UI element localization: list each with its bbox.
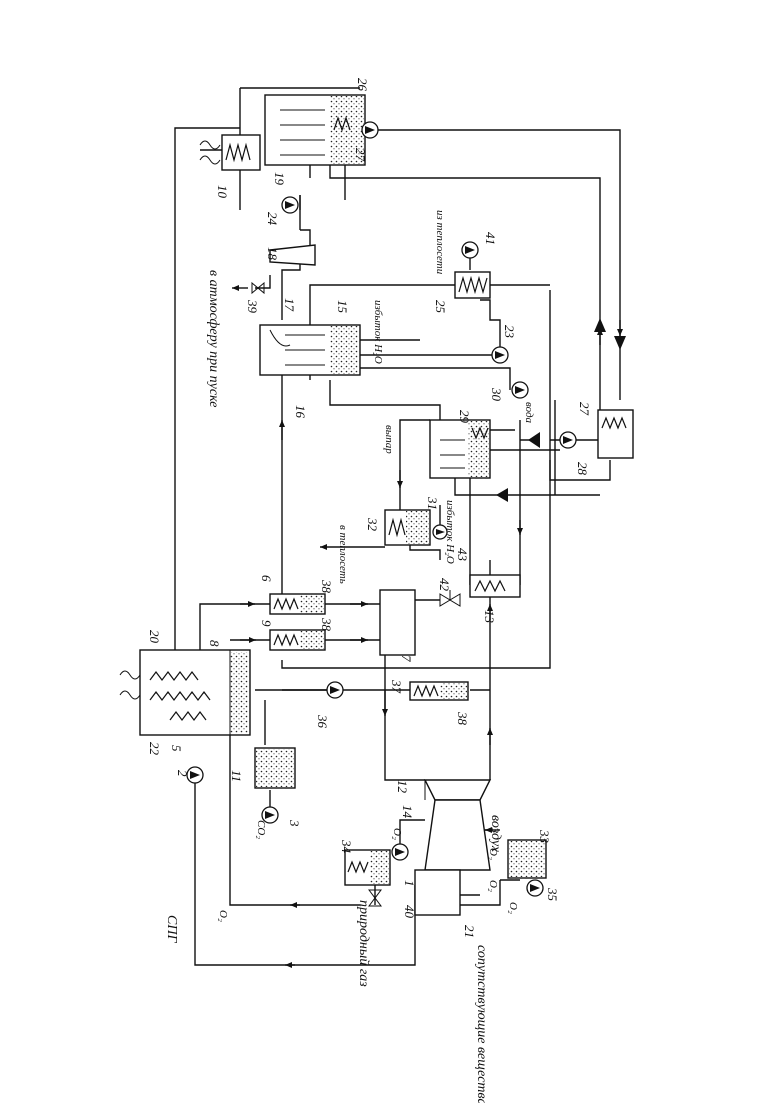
label-2: 2: [175, 770, 190, 777]
label-25: 25: [433, 300, 448, 314]
arrow-marker: [594, 318, 606, 332]
pump-27-upper: [362, 122, 378, 138]
pump-35: [527, 880, 543, 896]
unit-20-boiler: [120, 650, 250, 735]
label-16: 16: [293, 405, 308, 419]
arrow-marker: [496, 488, 508, 502]
label-38-a: 38: [319, 579, 334, 594]
valve-42: [440, 590, 460, 606]
note-from-ground: из теплосети: [434, 210, 446, 275]
label-31: 31: [425, 496, 440, 510]
label-14: 14: [400, 805, 415, 819]
label-13: 13: [482, 610, 497, 624]
pump-27-lower: [560, 432, 576, 448]
label-20: 20: [147, 630, 162, 644]
heater-9: [270, 630, 325, 650]
note-o2-e: O₂: [507, 902, 519, 914]
pump-36: [327, 682, 343, 698]
label-19: 19: [272, 172, 287, 186]
pump-water: [512, 382, 528, 398]
note-excess-h2o-top: избыток H₂O: [372, 300, 384, 364]
label-21: 21: [462, 925, 477, 938]
label-11: 11: [229, 770, 244, 782]
unit-21: [415, 870, 460, 915]
column-15: [260, 325, 360, 375]
label-27-upper: 27: [353, 148, 368, 162]
unit-10: [200, 135, 260, 170]
label-37: 37: [389, 679, 404, 694]
label-12: 12: [395, 780, 410, 794]
reformer-34: [345, 850, 390, 885]
label-24: 24: [265, 212, 280, 226]
pump-23: [492, 347, 508, 363]
label-26: 26: [355, 78, 370, 92]
note-o2-d: O₂: [487, 880, 499, 892]
label-22: 22: [147, 742, 162, 756]
label-15: 15: [335, 300, 350, 314]
note-co2: CO₂: [255, 820, 267, 839]
label-29: 29: [457, 410, 472, 424]
note-vapor: выпар: [383, 425, 395, 454]
label-3: 3: [287, 819, 302, 827]
heat-exchanger-28: [598, 410, 633, 458]
label-38-b: 38: [319, 617, 334, 632]
label-9: 9: [259, 620, 274, 627]
unit-29: [430, 420, 490, 478]
label-5: 5: [169, 745, 184, 752]
label-1: 1: [402, 880, 417, 887]
label-28: 28: [575, 462, 590, 476]
turbine-12: [425, 780, 490, 800]
heat-exchanger-13: [470, 575, 520, 597]
label-35: 35: [545, 887, 560, 902]
note-to-ground: в теплосеть: [337, 525, 349, 584]
note-atmosphere: в атмосферу при пуске: [206, 270, 221, 408]
note-water: вода: [523, 402, 535, 424]
label-30: 30: [489, 387, 504, 402]
label-23: 23: [502, 325, 517, 339]
note-natural-gas: природный газ: [356, 900, 371, 987]
label-32: 32: [365, 517, 380, 532]
label-33: 33: [537, 829, 552, 844]
label-34: 34: [339, 839, 354, 854]
note-o2-pump1: O₂: [391, 828, 403, 840]
label-10: 10: [215, 185, 230, 199]
arrow-marker: [528, 432, 540, 448]
label-40: 40: [402, 905, 417, 919]
label-27-lower: 27: [577, 402, 592, 416]
pump-41: [462, 242, 478, 258]
column-19: [265, 95, 365, 165]
label-41: 41: [483, 232, 498, 245]
unit-7: [380, 590, 415, 655]
label-38-c: 38: [455, 711, 470, 726]
unit-32: [385, 510, 430, 545]
label-18: 18: [265, 247, 280, 261]
label-17: 17: [282, 298, 297, 312]
note-o2-c: O₂: [487, 848, 499, 860]
number-labels: 1 2 3 5 6 7 8 9 10 11 12 13 14 15 16 17 …: [147, 78, 592, 938]
note-spg: СПГ: [164, 915, 179, 943]
heater-6: [270, 594, 325, 614]
label-6: 6: [259, 575, 274, 582]
tank-33: [508, 840, 546, 878]
pump-24: [282, 197, 298, 213]
label-43: 43: [455, 548, 470, 562]
arrow-marker: [614, 336, 626, 350]
heat-exchanger-25: [455, 272, 490, 298]
note-o2-left: O₂: [217, 910, 229, 922]
tank-11: [255, 748, 295, 788]
note-byproducts: сопутствующие вещества: [474, 945, 489, 1103]
note-excess-h2o-mid: избыток H₂O: [444, 500, 456, 564]
heater-37: [410, 682, 468, 700]
label-42: 42: [437, 578, 452, 592]
label-39: 39: [245, 299, 260, 314]
label-8: 8: [207, 640, 222, 647]
label-7: 7: [399, 655, 414, 662]
label-36: 36: [315, 714, 330, 729]
pump-1: [392, 844, 408, 860]
